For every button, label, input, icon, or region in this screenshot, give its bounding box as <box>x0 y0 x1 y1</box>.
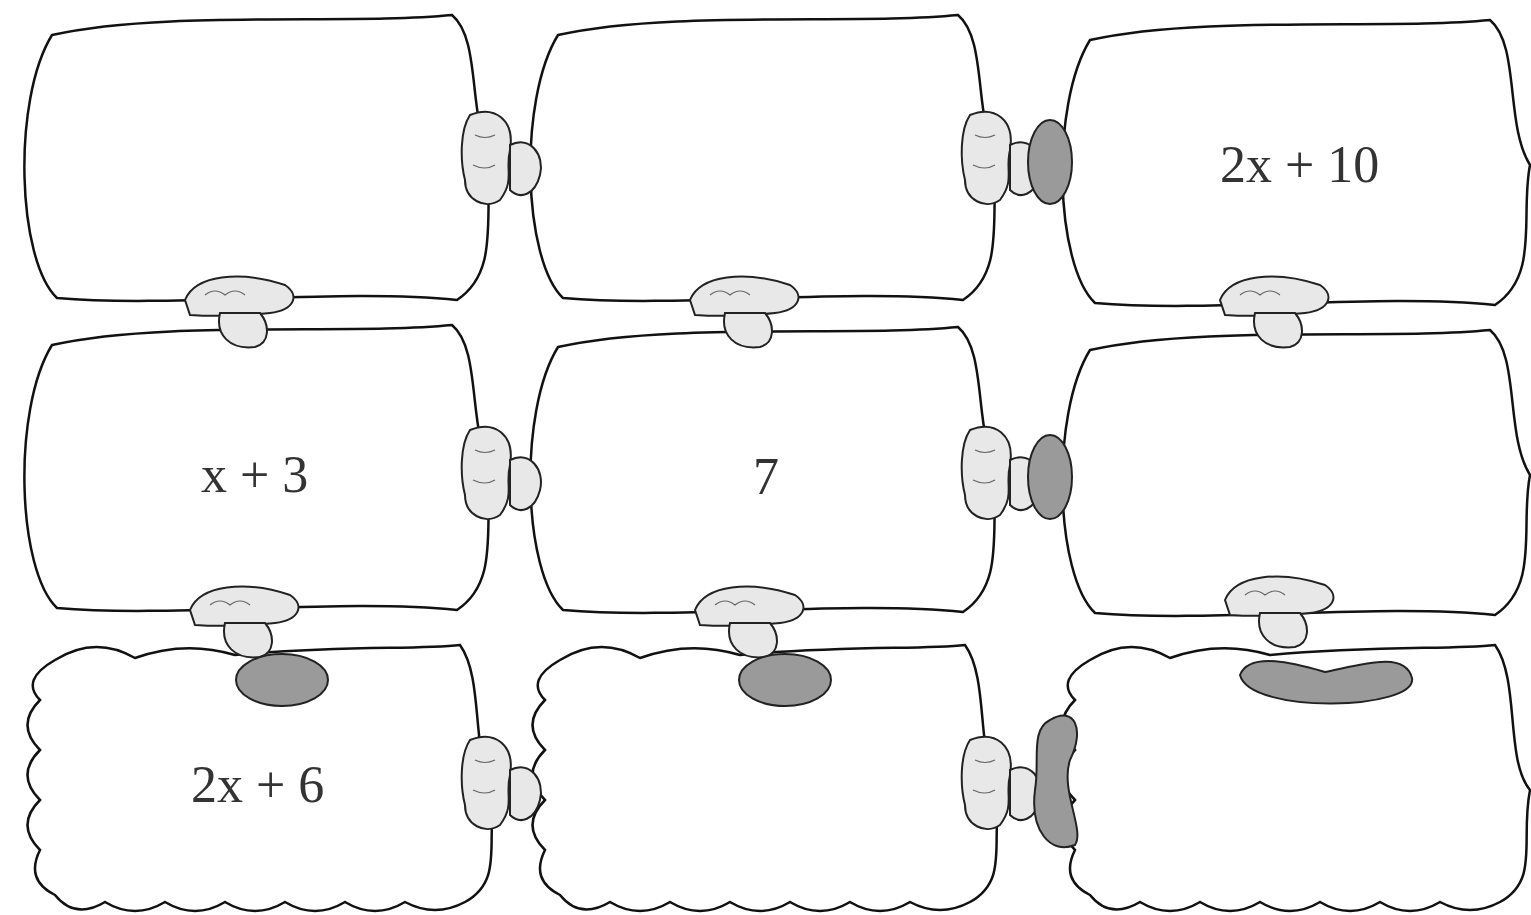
expression-cell: 2x + 6 <box>177 750 338 819</box>
expression-cell: 7 <box>739 442 793 511</box>
expression-cell: x + 3 <box>187 440 322 509</box>
expression-text: x + 3 <box>201 446 308 503</box>
expression-text: 2x + 6 <box>191 756 324 813</box>
expression-text: 7 <box>753 448 779 505</box>
expression-text: 2x + 10 <box>1220 136 1379 193</box>
expression-cell: 2x + 10 <box>1206 130 1393 199</box>
